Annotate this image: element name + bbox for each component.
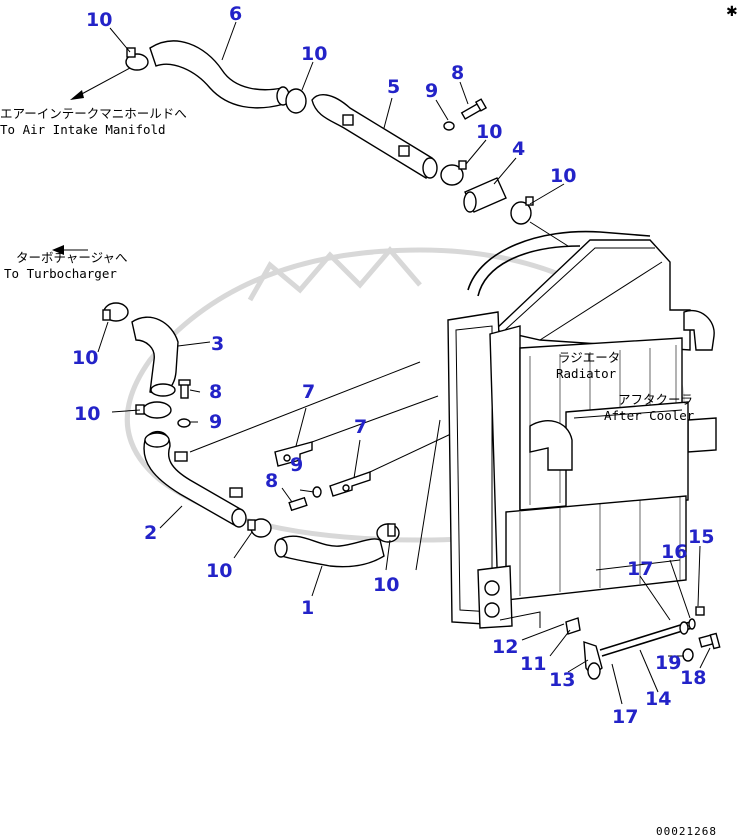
callout-10: 10	[301, 43, 327, 65]
turbo-direction-arrow	[52, 245, 88, 255]
hose-4	[463, 177, 507, 213]
callout-leader-lines	[97, 21, 711, 705]
washer-9-left	[177, 418, 191, 428]
tube-2	[143, 431, 247, 528]
callout-18: 18	[680, 667, 706, 689]
bolt-8-middle	[288, 496, 308, 512]
radiator-label-jp: ラジエータ	[558, 350, 620, 365]
tube-5	[311, 94, 438, 180]
callout-17: 17	[627, 558, 653, 580]
bolt-8-left	[178, 379, 191, 399]
callout-10: 10	[74, 403, 100, 425]
clamp-10-hose4-end	[510, 196, 534, 225]
hose-1	[274, 535, 385, 568]
intake-direction-arrow	[70, 67, 131, 100]
callout-3: 3	[211, 333, 224, 355]
turbo-label-jp: ターボチャージャへ	[16, 250, 128, 265]
aftercooler-label-jp: アフタクーラ	[618, 392, 693, 407]
callout-13: 13	[549, 669, 575, 691]
callout-16: 16	[661, 541, 687, 563]
callout-10: 10	[72, 347, 98, 369]
callout-9: 9	[425, 80, 438, 102]
callout-9: 9	[209, 411, 222, 433]
turbo-label-en: To Turbocharger	[4, 266, 117, 281]
clamp-10-top	[125, 47, 149, 71]
callout-1: 1	[301, 597, 314, 619]
callout-10: 10	[206, 560, 232, 582]
callout-12: 12	[492, 636, 518, 658]
bracket-7-right	[329, 471, 371, 497]
callout-8: 8	[265, 470, 278, 492]
callout-10: 10	[550, 165, 576, 187]
callout-9: 9	[290, 454, 303, 476]
callout-10: 10	[476, 121, 502, 143]
aftercooler-label-en: After Cooler	[604, 408, 695, 423]
clamp-10-hose6-end	[285, 88, 307, 114]
drain-parts	[565, 606, 721, 680]
callout-4: 4	[512, 138, 525, 160]
callout-6: 6	[229, 3, 242, 25]
bolt-8-top	[460, 98, 488, 120]
callout-8: 8	[209, 381, 222, 403]
radiator-label-en: Radiator	[556, 366, 617, 381]
intake-label-jp: エアーインテークマニホールドへ	[0, 106, 187, 121]
doc-number: 00021268	[656, 825, 717, 838]
callout-7: 7	[302, 381, 315, 403]
callout-10: 10	[86, 9, 112, 31]
callout-19: 19	[655, 652, 681, 674]
callout-10: 10	[373, 574, 399, 596]
hose-3	[131, 316, 179, 397]
clamp-10-hose3-bottom	[135, 401, 172, 419]
hose-6	[149, 40, 290, 109]
callout-17: 17	[612, 706, 638, 728]
intake-label-en: To Air Intake Manifold	[0, 122, 166, 137]
washer-9-middle	[312, 486, 322, 498]
washer-9-top	[443, 121, 455, 131]
callout-5: 5	[387, 76, 400, 98]
radiator-assembly	[447, 230, 717, 629]
callout-8: 8	[451, 62, 464, 84]
callout-14: 14	[645, 688, 671, 710]
clamp-10-tube5-end	[440, 160, 467, 186]
clamp-10-hose3-top	[102, 302, 129, 322]
corner-mark: ✱	[726, 4, 738, 20]
callout-15: 15	[688, 526, 714, 548]
clamp-10-tube2-end	[247, 518, 272, 538]
clamp-10-hose1-end	[376, 523, 400, 543]
callout-7: 7	[354, 416, 367, 438]
callout-11: 11	[520, 653, 546, 675]
callout-2: 2	[144, 522, 157, 544]
